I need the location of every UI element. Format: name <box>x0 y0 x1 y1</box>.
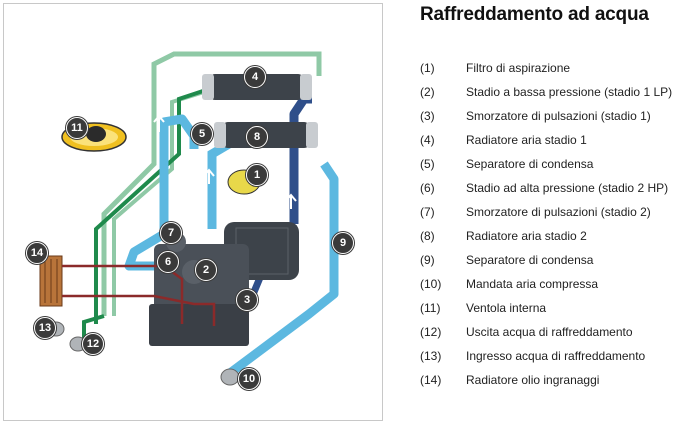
air-outlet-port <box>220 368 240 386</box>
callout-13: 13 <box>34 317 56 339</box>
legend-item: (2) Stadio a bassa pressione (stadio 1 LP… <box>420 85 682 109</box>
legend-number: (11) <box>420 301 441 315</box>
oil-pipe-2 <box>62 294 216 326</box>
flow-arrow <box>153 114 165 132</box>
flow-arrow <box>121 236 133 252</box>
legend-label: Uscita acqua di raffreddamento <box>466 325 633 339</box>
water-pipe-dark <box>94 87 210 324</box>
legend-item: (1) Filtro di aspirazione <box>420 61 682 85</box>
page-title: Raffreddamento ad acqua <box>420 4 649 25</box>
legend-label: Smorzatore di pulsazioni (stadio 1) <box>466 109 651 123</box>
callout-14: 14 <box>26 242 48 264</box>
legend-item: (5) Separatore di condensa <box>420 157 682 181</box>
legend-item: (11) Ventola interna <box>420 301 682 325</box>
callout-7: 7 <box>160 222 182 244</box>
legend-label: Separatore di condensa <box>466 157 594 171</box>
legend-number: (5) <box>420 157 435 171</box>
legend-label: Mandata aria compressa <box>466 277 599 291</box>
legend-label: Stadio a bassa pressione (stadio 1 LP) <box>466 85 673 99</box>
legend-number: (4) <box>420 133 435 147</box>
legend-item: (6) Stadio ad alta pressione (stadio 2 HP… <box>420 181 682 205</box>
legend-item: (3) Smorzatore di pulsazioni (stadio 1) <box>420 109 682 133</box>
water-pipe-dark-2 <box>82 314 105 342</box>
legend-list: (1) Filtro di aspirazione (2) Stadio a bas… <box>420 61 682 397</box>
legend-number: (14) <box>420 373 442 387</box>
legend-item: (12) Uscita acqua di raffreddamento <box>420 325 682 349</box>
legend-item: (14) Radiatore olio ingranaggi <box>420 373 682 397</box>
legend-label: Radiatore olio ingranaggi <box>466 373 600 387</box>
air-pipe-delivery <box>223 161 339 380</box>
legend-number: (13) <box>420 349 442 363</box>
legend-item: (7) Smorzatore di pulsazioni (stadio 2) <box>420 205 682 229</box>
legend-number: (9) <box>420 253 435 267</box>
legend-item: (13) Ingresso acqua di raffreddamento <box>420 349 682 373</box>
callout-6: 6 <box>157 251 179 273</box>
legend-label: Radiatore aria stadio 1 <box>466 133 587 147</box>
callout-10: 10 <box>238 368 260 390</box>
legend-number: (6) <box>420 181 435 195</box>
air-pipe-stage2 <box>207 140 232 229</box>
water-pipe-light <box>101 51 322 316</box>
air-pipe-dark <box>289 94 312 224</box>
legend-label: Stadio ad alta pressione (stadio 2 HP) <box>466 181 669 195</box>
legend-label: Separatore di condensa <box>466 253 594 267</box>
compressor-base <box>149 304 249 346</box>
legend-item: (4) Radiatore aria stadio 1 <box>420 133 682 157</box>
legend-label: Radiatore aria stadio 2 <box>466 229 587 243</box>
legend-item: (10) Mandata aria compressa <box>420 277 682 301</box>
cooling-diagram <box>39 51 339 386</box>
callout-9: 9 <box>332 232 354 254</box>
callout-5: 5 <box>191 123 213 145</box>
legend-label: Smorzatore di pulsazioni (stadio 2) <box>466 205 651 219</box>
callout-12: 12 <box>82 333 104 355</box>
legend-item: (8) Radiatore aria stadio 2 <box>420 229 682 253</box>
legend-number: (10) <box>420 277 442 291</box>
legend-number: (8) <box>420 229 435 243</box>
callout-4: 4 <box>244 66 266 88</box>
legend-item: (9) Separatore di condensa <box>420 253 682 277</box>
legend-label: Filtro di aspirazione <box>466 61 571 75</box>
callout-11: 11 <box>66 117 88 139</box>
legend-number: (3) <box>420 109 435 123</box>
callout-2: 2 <box>195 259 217 281</box>
flow-arrow <box>203 168 215 184</box>
callout-1: 1 <box>246 164 268 186</box>
legend-label: Ventola interna <box>466 301 547 315</box>
legend-label: Ingresso acqua di raffreddamento <box>466 349 646 363</box>
legend-number: (2) <box>420 85 435 99</box>
legend-number: (7) <box>420 205 435 219</box>
flow-arrow <box>285 193 297 209</box>
diagram-frame: 1 2 3 4 5 6 7 8 9 10 11 12 13 14 <box>3 3 383 421</box>
callout-8: 8 <box>246 126 268 148</box>
legend-number: (12) <box>420 325 442 339</box>
legend-number: (1) <box>420 61 435 75</box>
callout-3: 3 <box>236 289 258 311</box>
